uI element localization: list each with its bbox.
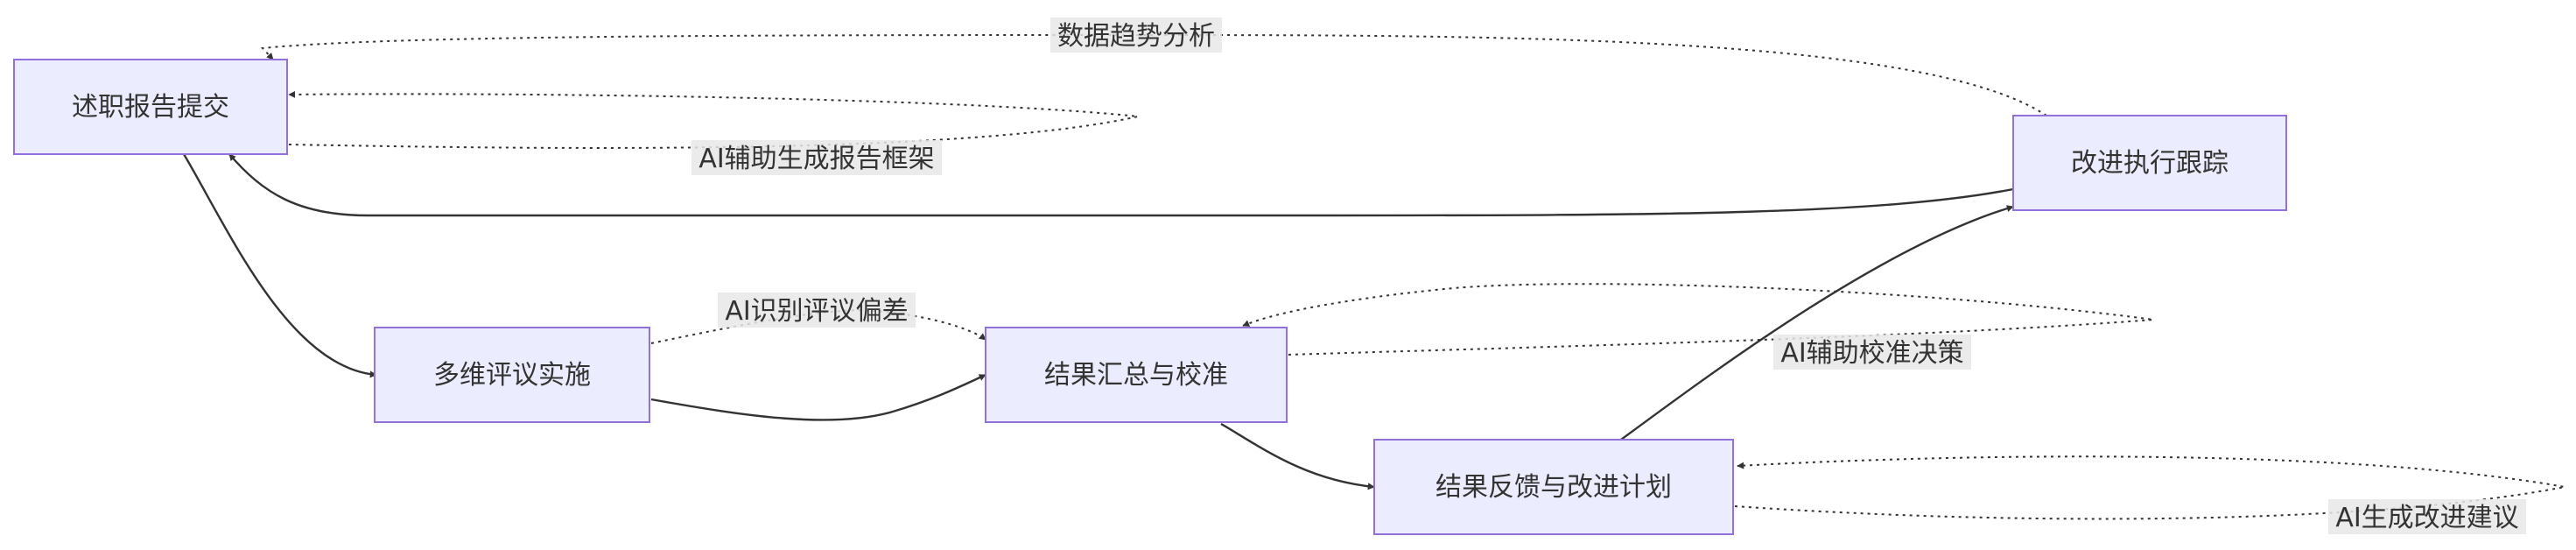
node-improve-track-label: 改进执行跟踪 <box>2071 148 2229 179</box>
node-feedback-plan[interactable]: 结果反馈与改进计划 <box>1373 439 1734 535</box>
node-feedback-plan-label: 结果反馈与改进计划 <box>1435 472 1672 503</box>
node-report-submit[interactable]: 述职报告提交 <box>13 59 288 155</box>
label-ai-bias-detect: AI识别评议偏差 <box>725 296 908 327</box>
edge-track-to-report <box>228 153 2014 217</box>
edge-calibrate-to-feedback <box>1220 422 1375 490</box>
label-ai-calibrate-decision: AI辅助校准决策 <box>1780 338 1963 369</box>
edge-report-self-loop <box>288 90 1139 149</box>
edge-labels: 数据趋势分析 AI辅助生成报告框架 AI识别评议偏差 AI辅助校准决策 AI生成… <box>691 18 2526 534</box>
edge-report-to-review <box>182 153 377 378</box>
nodes: 述职报告提交 多维评议实施 结果汇总与校准 结果反馈与改进计划 改进执行跟踪 <box>13 59 2287 535</box>
node-multi-review[interactable]: 多维评议实施 <box>374 327 650 423</box>
node-multi-review-label: 多维评议实施 <box>433 360 591 391</box>
edge-feedback-to-track <box>1620 205 2014 441</box>
label-ai-improve-suggest: AI生成改进建议 <box>2335 503 2518 533</box>
label-ai-report-framework: AI辅助生成报告框架 <box>698 144 934 174</box>
label-trend-analysis: 数据趋势分析 <box>1057 21 1215 52</box>
node-improve-track[interactable]: 改进执行跟踪 <box>2012 115 2287 211</box>
node-report-submit-label: 述职报告提交 <box>72 92 229 123</box>
edge-review-to-calibrate <box>650 373 986 421</box>
node-result-calibrate-label: 结果汇总与校准 <box>1044 360 1228 391</box>
node-result-calibrate[interactable]: 结果汇总与校准 <box>985 327 1288 423</box>
edge-calibrate-self-loop <box>1242 283 2154 356</box>
